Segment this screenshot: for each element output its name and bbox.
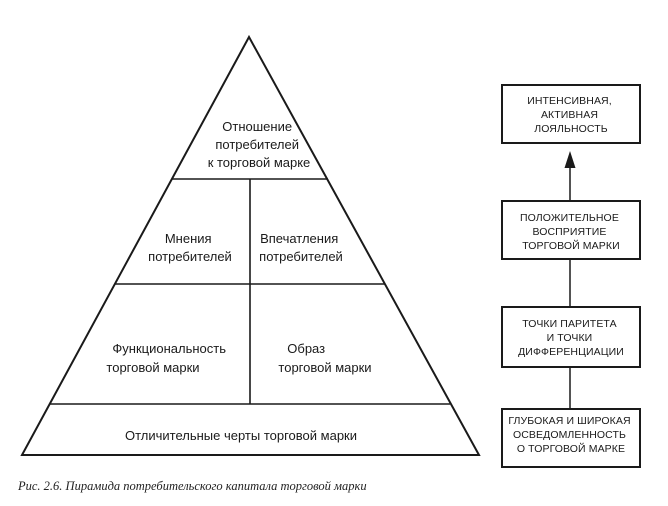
ladder-box-points-of-parity	[501, 306, 641, 368]
apex-line-3: к торговой марке	[208, 155, 311, 170]
ladder-box-loyalty	[501, 84, 641, 144]
pyramid-salience-label: Отличительные черты торговой марки	[125, 428, 357, 443]
ladder-box-points-of-parity-label: ТОЧКИ ПАРИТЕТА И ТОЧКИ ДИФФЕРЕНЦИАЦИИ	[518, 318, 624, 358]
feelings-line-1: Впечатления	[260, 231, 338, 246]
ladder-box-awareness	[501, 408, 641, 468]
imagery-line-2: торговой марки	[278, 360, 371, 375]
feelings-line-2: потребителей	[259, 249, 343, 264]
judgments-line-2: потребителей	[148, 249, 232, 264]
pyramid-judgments-label: Мнения потребителей	[148, 231, 232, 264]
apex-line-2: потребителей	[215, 137, 299, 152]
pyramid-performance-label: Функциональность торговой марки	[106, 341, 229, 375]
pyramid-feelings-label: Впечатления потребителей	[259, 231, 343, 264]
ladder-box-positive-perception-label: ПОЛОЖИТЕЛЬНОЕ ВОСПРИЯТИЕ ТОРГОВОЙ МАРКИ	[520, 212, 622, 252]
ladder-box-positive-perception	[501, 200, 641, 260]
ladder-arrowhead	[564, 151, 576, 168]
figure-caption: Рис. 2.6. Пирамида потребительского капи…	[18, 479, 367, 493]
pyramid-imagery-label: Образ торговой марки	[278, 341, 371, 375]
performance-line-1: Функциональность	[112, 341, 226, 356]
performance-line-2: торговой марки	[106, 360, 199, 375]
pyramid-apex-label: Отношение потребителей к торговой марке	[208, 119, 311, 170]
imagery-line-1: Образ	[287, 341, 325, 356]
apex-line-1: Отношение	[222, 119, 292, 134]
pyramid-outline	[20, 34, 481, 456]
ladder-box-loyalty-label: ИНТЕНСИВНАЯ, АКТИВНАЯ ЛОЯЛЬНОСТЬ	[527, 95, 615, 135]
judgments-line-1: Мнения	[165, 231, 212, 246]
ladder-box-awareness-label: ГЛУБОКАЯ И ШИРОКАЯ ОСВЕДОМЛЕННОСТЬ О ТОР…	[508, 415, 633, 455]
